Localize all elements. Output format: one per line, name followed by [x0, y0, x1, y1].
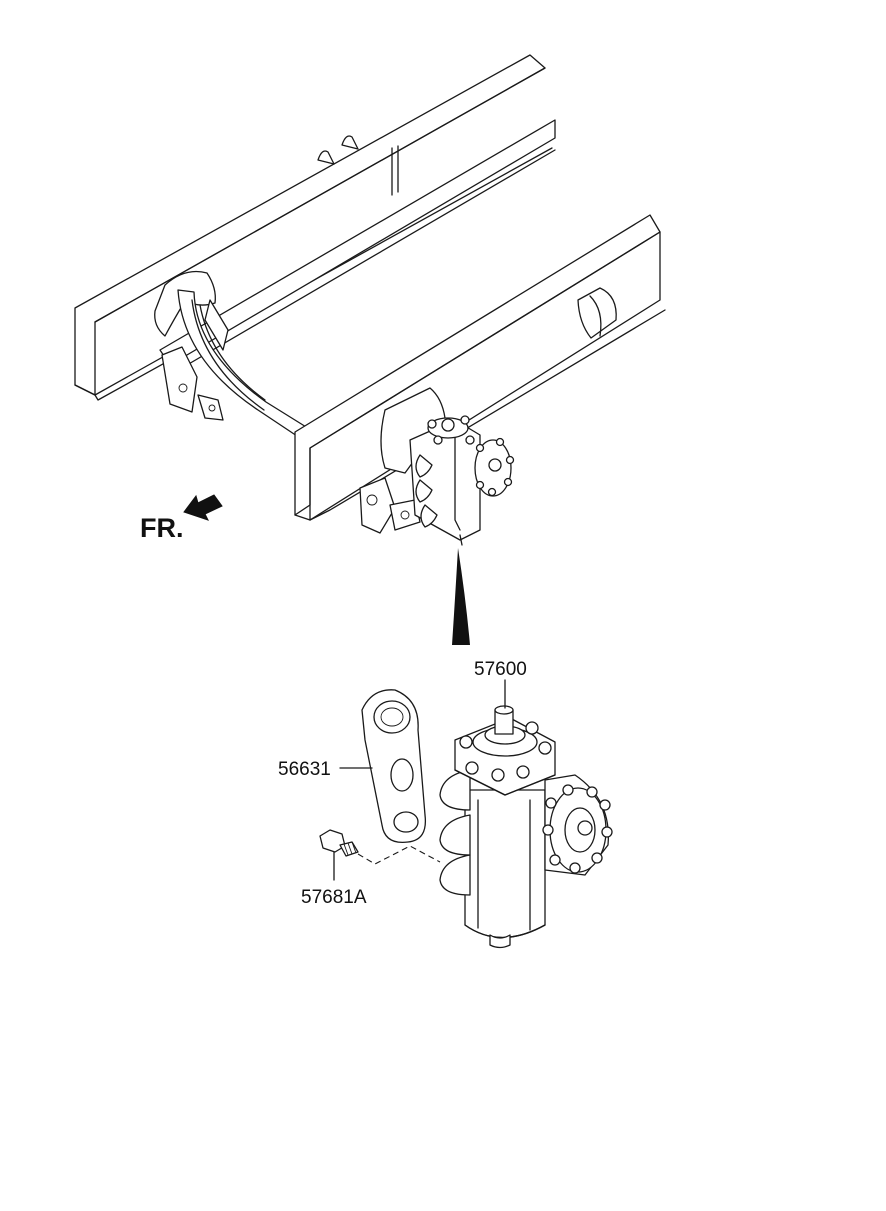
steering-gear-small: [409, 415, 515, 546]
arrow-down-left-icon: [183, 494, 223, 521]
chassis-frame: [74, 54, 666, 546]
left-frame-rail: [74, 54, 553, 401]
bolt: [319, 829, 359, 857]
pitman-arm-label: 56631: [278, 759, 331, 780]
leader-lines: [333, 679, 506, 881]
detail-pointer: [452, 548, 470, 645]
steering-gear-detail: [439, 705, 613, 949]
bolt-label: 57681A: [301, 887, 367, 908]
pitman-arm: [361, 689, 427, 844]
front-direction-indicator: FR.: [140, 494, 223, 543]
assembly-dashed-line: [357, 845, 441, 865]
front-label: FR.: [140, 513, 184, 543]
steering-gear-label: 57600: [474, 659, 527, 680]
gear-mount-on-frame: [359, 387, 446, 534]
right-frame-rail: [294, 214, 666, 521]
leaf-spring: [154, 270, 312, 441]
